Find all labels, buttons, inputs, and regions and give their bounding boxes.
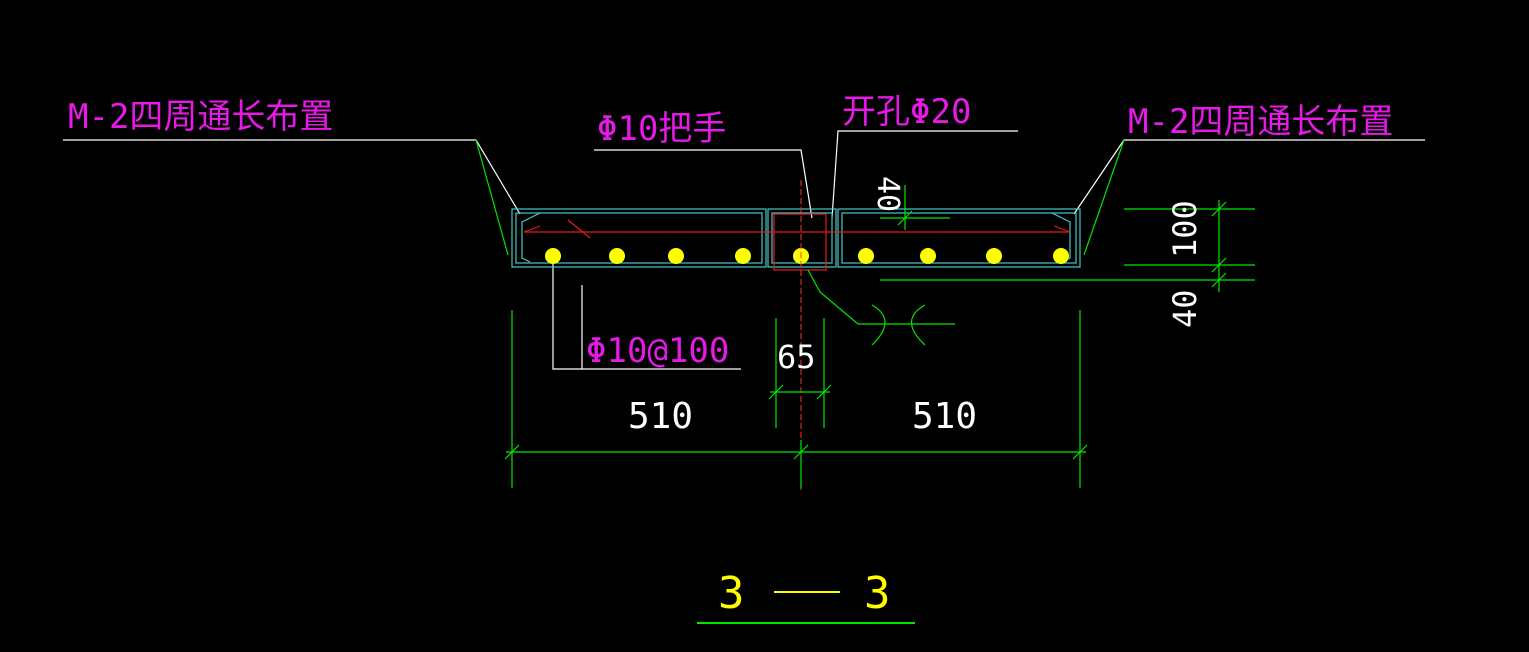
- dim-right-width: 510: [912, 396, 977, 437]
- bar: [668, 248, 684, 264]
- left-note-leader: [63, 139, 521, 215]
- bar: [545, 248, 561, 264]
- bar: [609, 248, 625, 264]
- hole-box: [767, 208, 837, 268]
- section-left-number: 3: [718, 568, 745, 619]
- slab-right-panel: [837, 208, 1081, 268]
- bar: [920, 248, 936, 264]
- hole-detail-symbol: [807, 269, 955, 346]
- rebar-note-leader: [552, 262, 741, 370]
- slab-left-panel: [511, 208, 767, 268]
- dim-hole-width: 65: [777, 338, 816, 376]
- dim-thickness: 100: [1166, 200, 1204, 258]
- bar: [735, 248, 751, 264]
- dim-offset-right: 40: [1166, 289, 1204, 328]
- bar: [1053, 248, 1069, 264]
- rebar-top: [523, 213, 1071, 271]
- hole-note-label: 开孔Φ20: [842, 92, 971, 132]
- bar: [986, 248, 1002, 264]
- right-note-label: M-2四周通长布置: [1128, 102, 1393, 142]
- bar: [858, 248, 874, 264]
- green-leaders: [475, 139, 1125, 256]
- section-right-number: 3: [864, 568, 891, 619]
- dimensions: [504, 185, 1255, 488]
- rebar-note-label: Φ10@100: [586, 331, 729, 371]
- dim-left-width: 510: [628, 396, 693, 437]
- dim-top-offset: 40: [870, 176, 905, 212]
- handle-note-leader: [594, 149, 813, 219]
- left-note-label: M-2四周通长布置: [68, 97, 333, 137]
- bottom-bars: [545, 248, 1069, 264]
- handle-note-label: Φ10把手: [597, 109, 726, 149]
- hole-note-leader: [831, 130, 1018, 219]
- right-note-leader: [1073, 139, 1425, 215]
- handle-box: [773, 213, 827, 271]
